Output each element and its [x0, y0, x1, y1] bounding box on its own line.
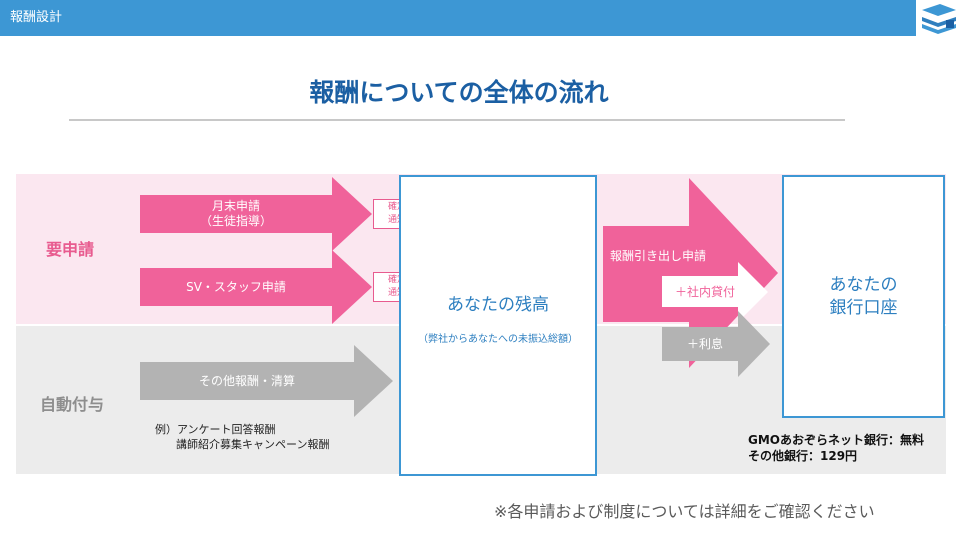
bank-title-line-1: あなたの [829, 275, 898, 295]
bank-title-line-2: 銀行口座 [829, 298, 898, 318]
notice-line-1: 確定 [387, 275, 406, 285]
withdraw-label: 報酬引き出し申請 [610, 249, 707, 263]
page-title: 報酬についての全体の流れ [309, 78, 609, 107]
monthly-arrow [140, 177, 372, 251]
balance-subtitle: （弊社からあなたへの未振込総額） [418, 334, 578, 345]
example-line-2: 講師紹介募集キャンペーン報酬 [176, 438, 330, 451]
footnote: ※各申請および制度については詳細をご確認ください [494, 502, 875, 521]
fee-line-2: その他銀行：129円 [748, 449, 858, 463]
other-arrow [140, 345, 393, 417]
header-title: 報酬設計 [10, 10, 63, 25]
bank-box [782, 175, 945, 418]
row-label-auto: 自動付与 [40, 395, 105, 414]
monthly-label-1: 月末申請 [211, 199, 260, 213]
balance-box [399, 175, 597, 476]
row-label-required: 要申請 [46, 240, 95, 259]
loan-arrow [662, 262, 768, 322]
withdraw-arrow [603, 178, 778, 368]
other-label: その他報酬・清算 [198, 374, 295, 388]
notice-line-1: 確定 [387, 202, 406, 212]
example-line-1: 例）アンケート回答報酬 [155, 423, 276, 436]
sv-staff-arrow [140, 250, 372, 324]
interest-arrow [662, 311, 770, 377]
loan-label: ＋社内貸付 [674, 285, 735, 299]
fee-line-1: GMOあおぞらネット銀行：無料 [748, 433, 924, 447]
title-divider [69, 119, 845, 121]
header-bar [0, 0, 916, 36]
bank-title: あなたの 銀行口座 [782, 274, 945, 320]
sv-staff-label: SV・スタッフ申請 [186, 280, 286, 294]
balance-title: あなたの残高 [447, 295, 549, 315]
bank-fees: GMOあおぞらネット銀行：無料 その他銀行：129円 [748, 432, 924, 464]
monthly-label-2: （生徒指導） [199, 214, 272, 228]
notice-line-2: 通知 [387, 215, 406, 225]
notice-line-2: 通知 [387, 288, 406, 298]
interest-label: ＋利息 [686, 337, 723, 351]
stacked-books-icon [916, 0, 960, 36]
